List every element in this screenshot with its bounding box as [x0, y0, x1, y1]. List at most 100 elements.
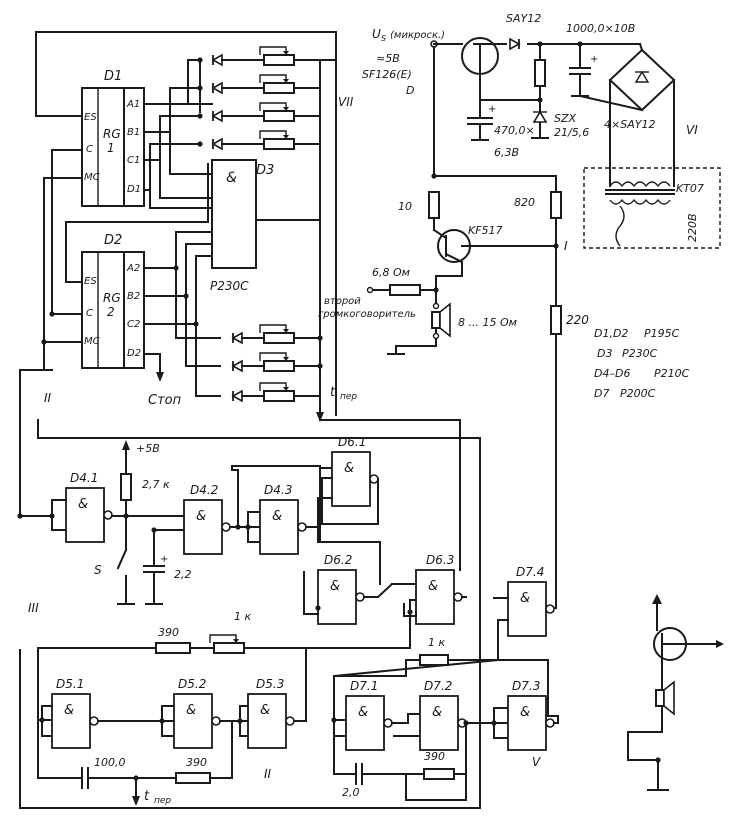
- d42-label: D4.2: [190, 483, 218, 497]
- r820-label: 820: [514, 196, 535, 209]
- r27k-label: 2,7 к: [142, 478, 170, 491]
- tper-label-2: t: [144, 789, 150, 804]
- tper-sub-2: пер: [154, 796, 171, 806]
- switch-s: S: [94, 563, 102, 577]
- roman-v: V: [532, 755, 541, 769]
- d62-label: D6.2: [324, 553, 352, 567]
- gate-block-d4-d6: & D4.1 +5В 2,7 к S + 2,2 & D4.2: [17, 435, 467, 625]
- r390b-label: 390: [186, 756, 207, 769]
- d72-and: &: [432, 705, 442, 720]
- zener-label: SZX: [554, 112, 577, 125]
- d51-label: D5.1: [56, 677, 84, 691]
- d74-label: D7.4: [516, 565, 544, 579]
- part-4-id: D7: [594, 387, 609, 400]
- d2-pin-mc: MC: [84, 336, 100, 347]
- cap22-plus: +: [160, 554, 168, 565]
- diode-pot-array-lower: [232, 324, 323, 402]
- d2-pin-c: C: [86, 308, 93, 319]
- bridge-label: 4×SAY12: [604, 118, 655, 131]
- d2-num: 2: [107, 305, 115, 319]
- d2-func: RG: [103, 291, 121, 305]
- roman-ii-top: II: [44, 391, 52, 405]
- d43-and: &: [272, 509, 282, 524]
- cap20-label: 2,0: [342, 786, 360, 799]
- d73-label: D7.3: [512, 679, 540, 693]
- roman-ii-bottom: II: [264, 767, 272, 781]
- cap100-label: 100,0: [94, 756, 126, 769]
- r390c-label: 390: [424, 750, 445, 763]
- cap470-v: 6,3В: [494, 146, 519, 159]
- gate-block-d5: III 390 1 к & D5.1 & D5.2 &: [28, 599, 417, 806]
- register-block: D1 RG 1 ES C MC A1 B1 C1 D1 D2 RG 2 ES C…: [35, 31, 357, 422]
- d53-label: D5.3: [256, 677, 284, 691]
- part-4-type: P200C: [620, 387, 656, 400]
- r68-label: 6,8 Ом: [372, 266, 410, 279]
- r220-label: 220: [566, 313, 589, 327]
- part-2-id: D3: [597, 347, 612, 360]
- chip-d1: D1 RG 1 ES C MC A1 B1 C1 D1: [81, 69, 145, 207]
- d1-pin-d1: D1: [127, 184, 141, 195]
- r1k-label: 1 к: [428, 636, 445, 649]
- zener-val: 21/5,6: [554, 126, 589, 139]
- transistor1-pin: D: [406, 84, 414, 97]
- d41-and: &: [78, 497, 88, 512]
- part-2-type: P230C: [622, 347, 658, 360]
- part-3-id: D4–D6: [594, 367, 630, 380]
- stop-label: Стоп: [148, 393, 182, 408]
- d3-label: D3: [256, 163, 274, 178]
- d52-label: D5.2: [178, 677, 206, 691]
- chip-d2: D2 RG 2 ES C MC A2 B2 C2 D2: [81, 233, 145, 369]
- d63-and: &: [428, 579, 438, 594]
- tper-sub-1: пер: [340, 392, 357, 402]
- d2-pin-b2: B2: [127, 291, 140, 302]
- d2-label: D2: [104, 233, 122, 248]
- d41-label: D4.1: [70, 471, 98, 485]
- second-spk-1: второй: [324, 296, 361, 307]
- gate-block-d7: & D7.4 1 к & D7.1 & D7.2: [331, 565, 559, 801]
- part-1-id: D1,D2: [594, 327, 628, 340]
- us-note: (микроск.): [390, 30, 445, 41]
- d1-pin-c1: C1: [127, 155, 140, 166]
- r10-label: 10: [398, 200, 412, 213]
- cap-top-label: 1000,0×10В: [566, 22, 635, 35]
- r390a-label: 390: [158, 626, 179, 639]
- chip-d3: & D3 P230C: [210, 159, 321, 413]
- v5-label: ≈5В: [376, 52, 400, 65]
- d2-pin-d2: D2: [127, 348, 141, 359]
- d53-and: &: [260, 703, 270, 718]
- d3-and: &: [226, 170, 237, 186]
- d42-and: &: [196, 509, 206, 524]
- r1k-pot-label: 1 к: [234, 610, 251, 623]
- plus5-label: +5В: [136, 442, 160, 455]
- roman-vii: VII: [338, 95, 354, 109]
- trafo-label: KT07: [676, 182, 704, 195]
- d71-and: &: [358, 705, 368, 720]
- d62-and: &: [330, 579, 340, 594]
- d1-pin-es: ES: [84, 112, 97, 123]
- q2-label: KF517: [468, 224, 503, 237]
- cap-top-plus: +: [590, 54, 598, 65]
- d73-and: &: [520, 705, 530, 720]
- d74-and: &: [520, 591, 530, 606]
- d61-label: D6.1: [338, 435, 366, 449]
- us-sub: S: [381, 34, 386, 43]
- d1-label: D1: [104, 69, 122, 84]
- d51-and: &: [64, 703, 74, 718]
- diode-pot-array-upper: [197, 46, 321, 221]
- d71-label: D7.1: [350, 679, 378, 693]
- cap22-label: 2,2: [174, 568, 192, 581]
- d2-pin-c2: C2: [127, 319, 140, 330]
- d1-func: RG: [103, 127, 121, 141]
- second-spk-2: громкоговоритель: [318, 309, 416, 320]
- diode-top-label: SAY12: [506, 12, 541, 25]
- part-1-type: P195C: [644, 327, 680, 340]
- power-supply: U S (микроск.) ≈5В SF126(E) D SAY12 1000…: [362, 12, 721, 249]
- transistor1-label: SF126(E): [362, 68, 412, 81]
- roman-vi: VI: [686, 123, 698, 137]
- d1-pin-b1: B1: [127, 127, 140, 138]
- cap470-label: 470,0×: [494, 124, 535, 137]
- d52-and: &: [186, 703, 196, 718]
- d61-and: &: [344, 461, 354, 476]
- roman-i: I: [564, 239, 568, 253]
